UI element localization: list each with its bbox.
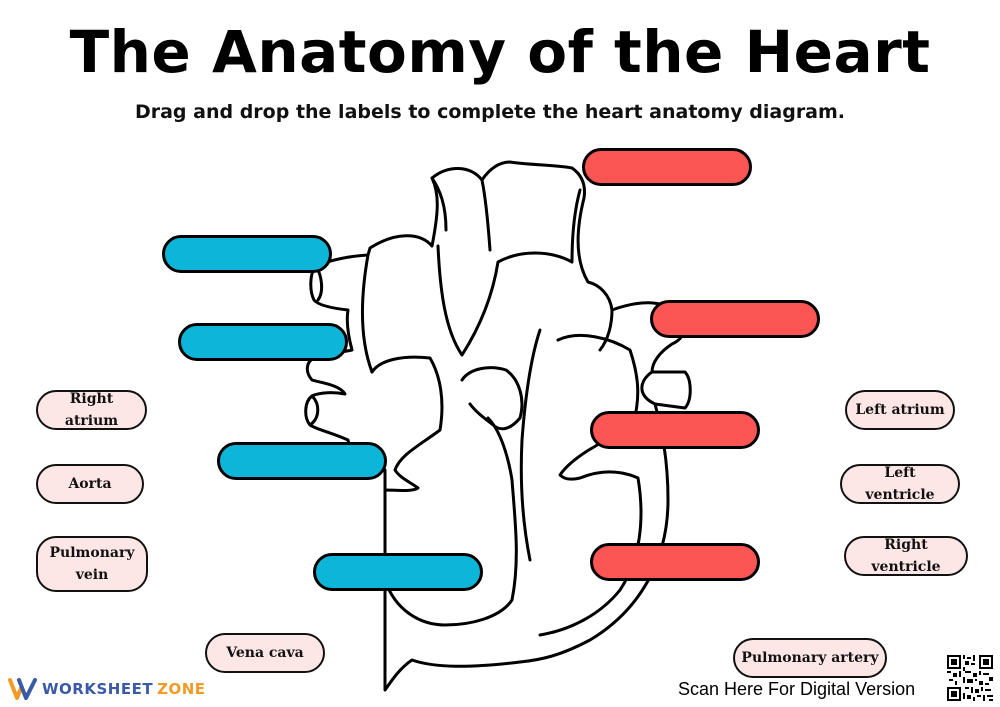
qr-code-icon[interactable] <box>947 655 993 701</box>
drop-slot-left-3[interactable] <box>217 442 387 480</box>
drop-slot-left-4[interactable] <box>313 553 483 591</box>
scan-text: Scan Here For Digital Version <box>678 679 915 700</box>
label-right-ventricle[interactable]: Right ventricle <box>844 536 968 576</box>
drop-slot-right-1[interactable] <box>582 148 752 186</box>
label-pulmonary-vein[interactable]: Pulmonary vein <box>36 536 148 592</box>
drop-slot-left-1[interactable] <box>162 235 332 273</box>
drop-slot-right-3[interactable] <box>590 411 760 449</box>
label-left-ventricle[interactable]: Left ventricle <box>840 464 960 504</box>
worksheetzone-logo-icon <box>8 676 38 702</box>
label-vena-cava[interactable]: Vena cava <box>205 633 325 673</box>
label-right-atrium[interactable]: Right atrium <box>36 390 147 430</box>
label-pulmonary-artery[interactable]: Pulmonary artery <box>733 638 887 678</box>
label-left-atrium[interactable]: Left atrium <box>845 390 955 430</box>
logo-text-zone: ZONE <box>157 680 205 698</box>
logo-text-worksheet: WORKSHEET <box>42 680 153 698</box>
label-aorta[interactable]: Aorta <box>36 464 144 504</box>
drop-slot-right-2[interactable] <box>650 300 820 338</box>
drop-slot-left-2[interactable] <box>178 323 348 361</box>
drop-slot-right-4[interactable] <box>590 543 760 581</box>
